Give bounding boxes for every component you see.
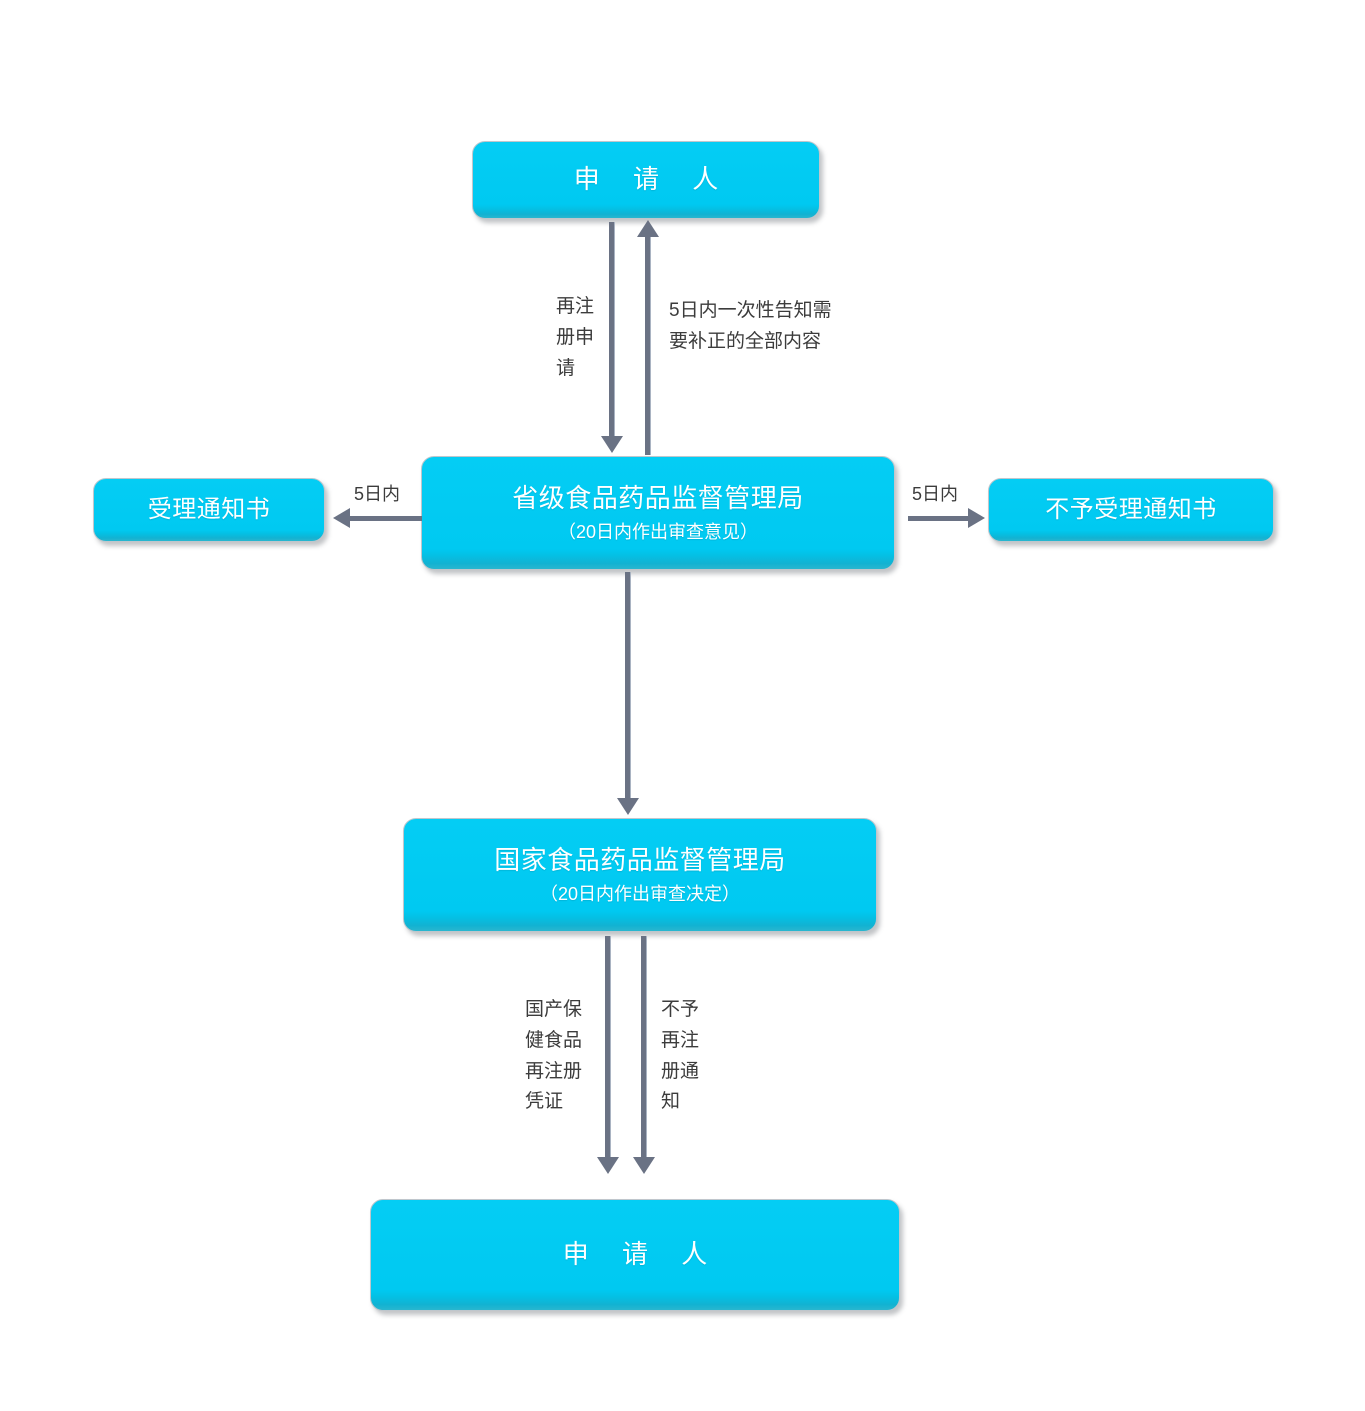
edge-label-no-reregistration-notice: 不予 再注 册通 知 <box>661 999 700 1113</box>
node-national-bureau[interactable]: 国家食品药品监督管理局 （20日内作出审查决定） <box>403 818 877 932</box>
node-applicant-top[interactable]: 申 请 人 <box>472 141 820 219</box>
node-national-bureau-title: 国家食品药品监督管理局 <box>494 844 786 875</box>
node-provincial-bureau-subtitle: （20日内作出审查意见） <box>557 521 759 542</box>
node-applicant-top-title: 申 请 人 <box>573 164 732 195</box>
edge-forward-arrowhead <box>617 798 639 815</box>
edge-no-reregistration-line <box>641 936 647 1163</box>
node-provincial-bureau[interactable]: 省级食品药品监督管理局 （20日内作出审查意见） <box>421 456 895 570</box>
node-rejection-notice[interactable]: 不予受理通知书 <box>988 478 1274 542</box>
edge-label-application-submit: 再注 册申 请 <box>556 296 595 379</box>
node-acceptance-notice-title: 受理通知书 <box>147 496 271 524</box>
node-rejection-notice-title: 不予受理通知书 <box>1045 496 1217 524</box>
edge-forward-line <box>625 572 631 804</box>
edge-supplement-notice-arrowhead <box>637 220 659 237</box>
edge-supplement-notice-line <box>645 236 651 455</box>
edge-label-accept-within-5-days: 5日内 <box>354 484 401 504</box>
edge-domestic-certificate-arrowhead <box>597 1157 619 1174</box>
edge-accept-arrowhead <box>333 508 350 528</box>
edge-domestic-certificate-line <box>605 936 611 1163</box>
edge-application-submit-arrowhead <box>601 436 623 453</box>
edge-label-reject-within-5-days: 5日内 <box>912 484 959 504</box>
edge-label-domestic-certificate: 国产保 健食品 再注册 凭证 <box>525 999 583 1113</box>
node-acceptance-notice[interactable]: 受理通知书 <box>93 478 325 542</box>
edge-reject-line <box>908 516 970 521</box>
node-provincial-bureau-title: 省级食品药品监督管理局 <box>512 482 804 513</box>
edge-reject-arrowhead <box>968 508 985 528</box>
edge-application-submit-line <box>609 222 615 444</box>
node-applicant-bottom[interactable]: 申 请 人 <box>370 1199 900 1311</box>
edge-no-reregistration-arrowhead <box>633 1157 655 1174</box>
node-applicant-bottom-title: 申 请 人 <box>562 1239 721 1270</box>
edge-label-supplement-notice: 5日内一次性告知需 要补正的全部内容 <box>669 300 832 352</box>
edge-accept-line <box>350 516 422 521</box>
node-national-bureau-subtitle: （20日内作出审查决定） <box>539 883 741 904</box>
